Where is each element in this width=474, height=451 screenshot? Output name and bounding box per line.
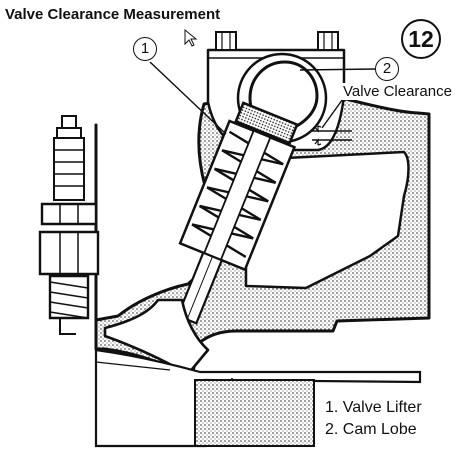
figure-title: Valve Clearance Measurement xyxy=(5,6,221,23)
legend-number: 2. xyxy=(325,421,339,438)
valve-lifter xyxy=(234,101,299,145)
valve-head xyxy=(103,298,210,376)
cap-bolt-left xyxy=(215,31,237,51)
legend-number: 1. xyxy=(325,399,339,416)
leader-line-1 xyxy=(149,61,227,135)
legend-item: 1. Valve Lifter xyxy=(325,397,422,419)
figure-number-badge: 12 xyxy=(401,19,441,59)
leader-line-clearance xyxy=(321,95,346,129)
legend-item: 2. Cam Lobe xyxy=(325,419,422,441)
coolant-passage xyxy=(244,150,410,290)
legend-label: Valve Lifter xyxy=(342,399,422,416)
cursor-icon xyxy=(184,28,198,47)
spark-plug xyxy=(38,115,100,335)
callout-2: 2 xyxy=(375,57,399,81)
leader-line-2 xyxy=(299,68,377,71)
cylinder-block-lower xyxy=(194,379,315,447)
valve-lifter-assembly xyxy=(176,101,299,325)
callout-1: 1 xyxy=(133,37,157,61)
valve-clearance-label: Valve Clearance xyxy=(341,83,454,100)
parts-legend: 1. Valve Lifter 2. Cam Lobe xyxy=(325,397,422,441)
cap-bolt-right xyxy=(317,31,339,51)
legend-label: Cam Lobe xyxy=(342,421,417,438)
